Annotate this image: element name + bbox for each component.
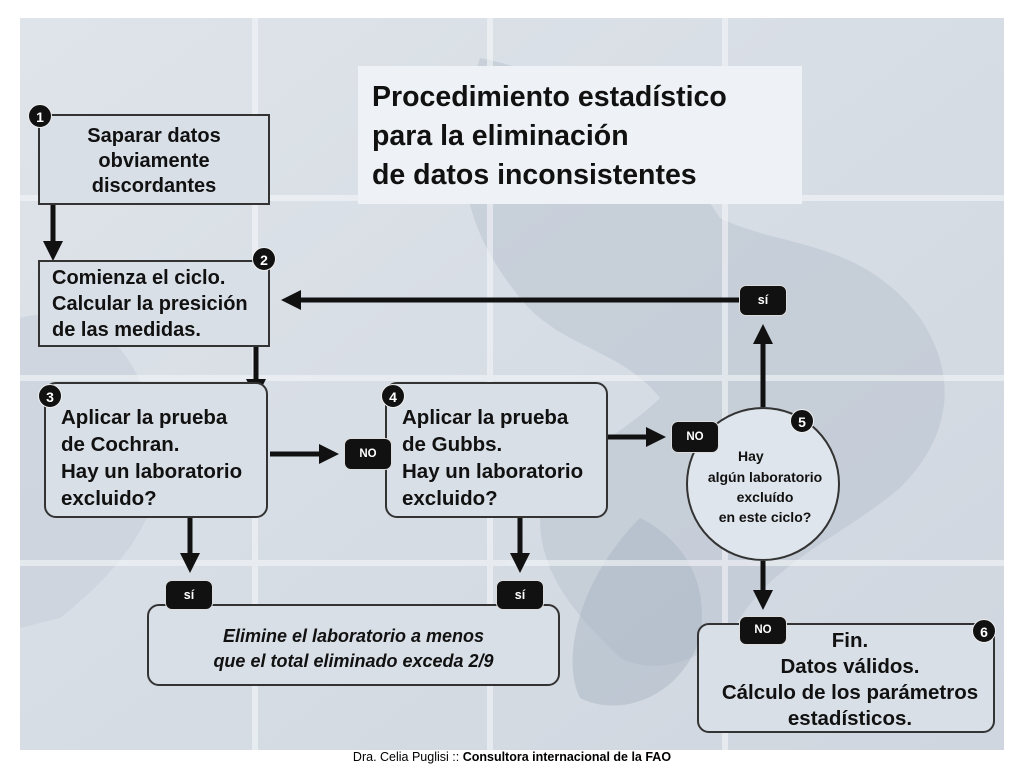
title-line-3: de datos inconsistentes — [372, 159, 697, 191]
step-5-line-3: excluído — [736, 489, 794, 505]
title-line-1: Procedimiento estadístico — [372, 81, 727, 113]
step-5-line-1: Hay — [738, 448, 764, 464]
step-5-line-2: algún laboratorio — [707, 469, 823, 485]
step-4-box: Aplicar la prueba de Gubbs. Hay un labor… — [385, 382, 608, 518]
step-4-line-3: Hay un laboratorio — [402, 460, 584, 483]
step-6-line-1: Fin. — [831, 629, 869, 652]
eliminate-line-2: que el total eliminado exceda 2/9 — [213, 651, 494, 671]
step-1-number-badge: 1 — [28, 104, 52, 128]
step-3-line-4: excluido? — [61, 487, 157, 510]
step-6-line-4: estadísticos. — [787, 707, 913, 730]
step-6-line-2: Datos válidos. — [780, 655, 920, 678]
eliminate-line-1: Elimine el laboratorio a menos — [222, 626, 485, 646]
step-5-number-badge: 5 — [790, 409, 814, 433]
yes-label-cycle: sí — [739, 285, 787, 316]
step-3-box: Aplicar la prueba de Cochran. Hay un lab… — [44, 382, 268, 518]
step-4-line-2: de Gubbs. — [402, 433, 503, 456]
step-3-number-badge: 3 — [38, 384, 62, 408]
step-2-box: Comienza el ciclo. Calcular la presición… — [38, 260, 270, 347]
step-2-line-3: de las medidas. — [52, 319, 201, 341]
eliminate-box: Elimine el laboratorio a menos que el to… — [147, 604, 560, 686]
step-4-number-badge: 4 — [381, 384, 405, 408]
step-6-line-3: Cálculo de los parámetros — [721, 681, 979, 704]
footer-author: Dra. Celia Puglisi :: — [352, 750, 463, 764]
step-3-line-2: de Cochran. — [61, 433, 180, 456]
step-1-line-2: obviamente — [98, 150, 210, 172]
step-2-number-badge: 2 — [252, 247, 276, 271]
footer: Dra. Celia Puglisi :: Consultora interna… — [0, 749, 1024, 765]
no-label-grubbs: NO — [671, 421, 719, 453]
step-1-line-1: Saparar datos — [87, 125, 221, 147]
step-3-line-3: Hay un laboratorio — [61, 460, 243, 483]
step-6-number-badge: 6 — [972, 619, 996, 643]
step-1-line-3: discordantes — [91, 175, 217, 197]
footer-org: Consultora internacional de la FAO — [462, 750, 672, 764]
yes-label-cochran: sí — [165, 580, 213, 610]
no-label-end: NO — [739, 616, 787, 645]
step-1-box: Saparar datos obviamente discordantes — [38, 114, 270, 205]
step-5-line-4: en este ciclo? — [718, 509, 812, 525]
no-label-cochran: NO — [344, 438, 392, 470]
step-4-line-1: Aplicar la prueba — [402, 406, 569, 429]
step-3-line-1: Aplicar la prueba — [61, 406, 228, 429]
yes-label-grubbs: sí — [496, 580, 544, 610]
page-title: Procedimiento estadístico para la elimin… — [358, 66, 802, 204]
step-4-line-4: excluido? — [402, 487, 498, 510]
step-2-line-2: Calcular la presición — [52, 293, 248, 315]
step-2-line-1: Comienza el ciclo. — [52, 267, 226, 289]
step-6-box: Fin. Datos válidos. Cálculo de los parám… — [697, 623, 995, 733]
title-line-2: para la eliminación — [372, 120, 629, 152]
